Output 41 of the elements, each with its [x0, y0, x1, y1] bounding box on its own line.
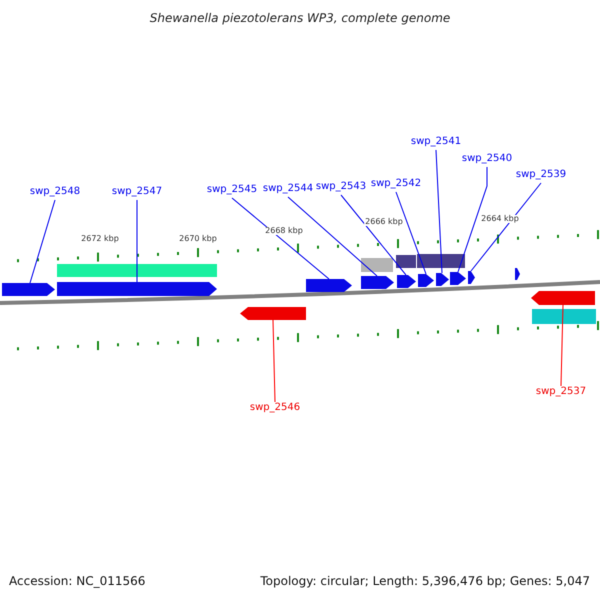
gene-label: swp_2547: [112, 186, 162, 197]
leader-line: [560, 304, 564, 386]
gene-feature: [531, 291, 595, 305]
position-label: 2668 kbp: [264, 227, 304, 235]
diagram-title: Shewanella piezotolerans WP3, complete genome: [150, 12, 450, 24]
gene-feature: [450, 272, 466, 285]
leader-line: [340, 194, 406, 276]
gene-feature: [361, 276, 394, 289]
gene-label: swp_2539: [516, 169, 566, 180]
genome-summary: Topology: circular; Length: 5,396,476 bp; Genes: 5,047: [260, 575, 590, 587]
gene-label: swp_2541: [410, 136, 462, 147]
leader-line: [458, 166, 488, 272]
leader-line: [470, 182, 542, 272]
leader-line: [30, 200, 56, 284]
gene-feature: [240, 307, 306, 320]
leader-line: [436, 150, 442, 274]
gene-label: swp_2545: [206, 184, 258, 195]
gene-feature: [418, 274, 434, 287]
gene-label: swp_2542: [370, 178, 422, 189]
leader-line: [136, 200, 138, 282]
position-label: 2666 kbp: [364, 218, 404, 226]
gene-label: swp_2540: [462, 153, 512, 164]
gene-label: swp_2548: [30, 186, 80, 197]
gene-feature: [2, 283, 55, 296]
gene-feature: [397, 275, 416, 288]
gene-feature: [436, 273, 449, 286]
gene-label: swp_2544: [262, 183, 314, 194]
position-label: 2670 kbp: [178, 235, 218, 243]
position-label: 2664 kbp: [480, 215, 520, 223]
accession-note: Accession: NC_011566: [9, 575, 146, 587]
gene-feature: [306, 279, 352, 292]
leader-line: [288, 196, 378, 276]
gene-feature: [57, 282, 217, 296]
gene-label: swp_2546: [250, 402, 300, 413]
leader-line: [232, 198, 330, 280]
gene-label: swp_2537: [536, 386, 586, 397]
gene-feature: [468, 271, 475, 284]
position-label: 2672 kbp: [80, 235, 120, 243]
leader-line: [396, 192, 426, 274]
gene-label: swp_2543: [316, 181, 366, 192]
leader-line: [272, 320, 276, 402]
